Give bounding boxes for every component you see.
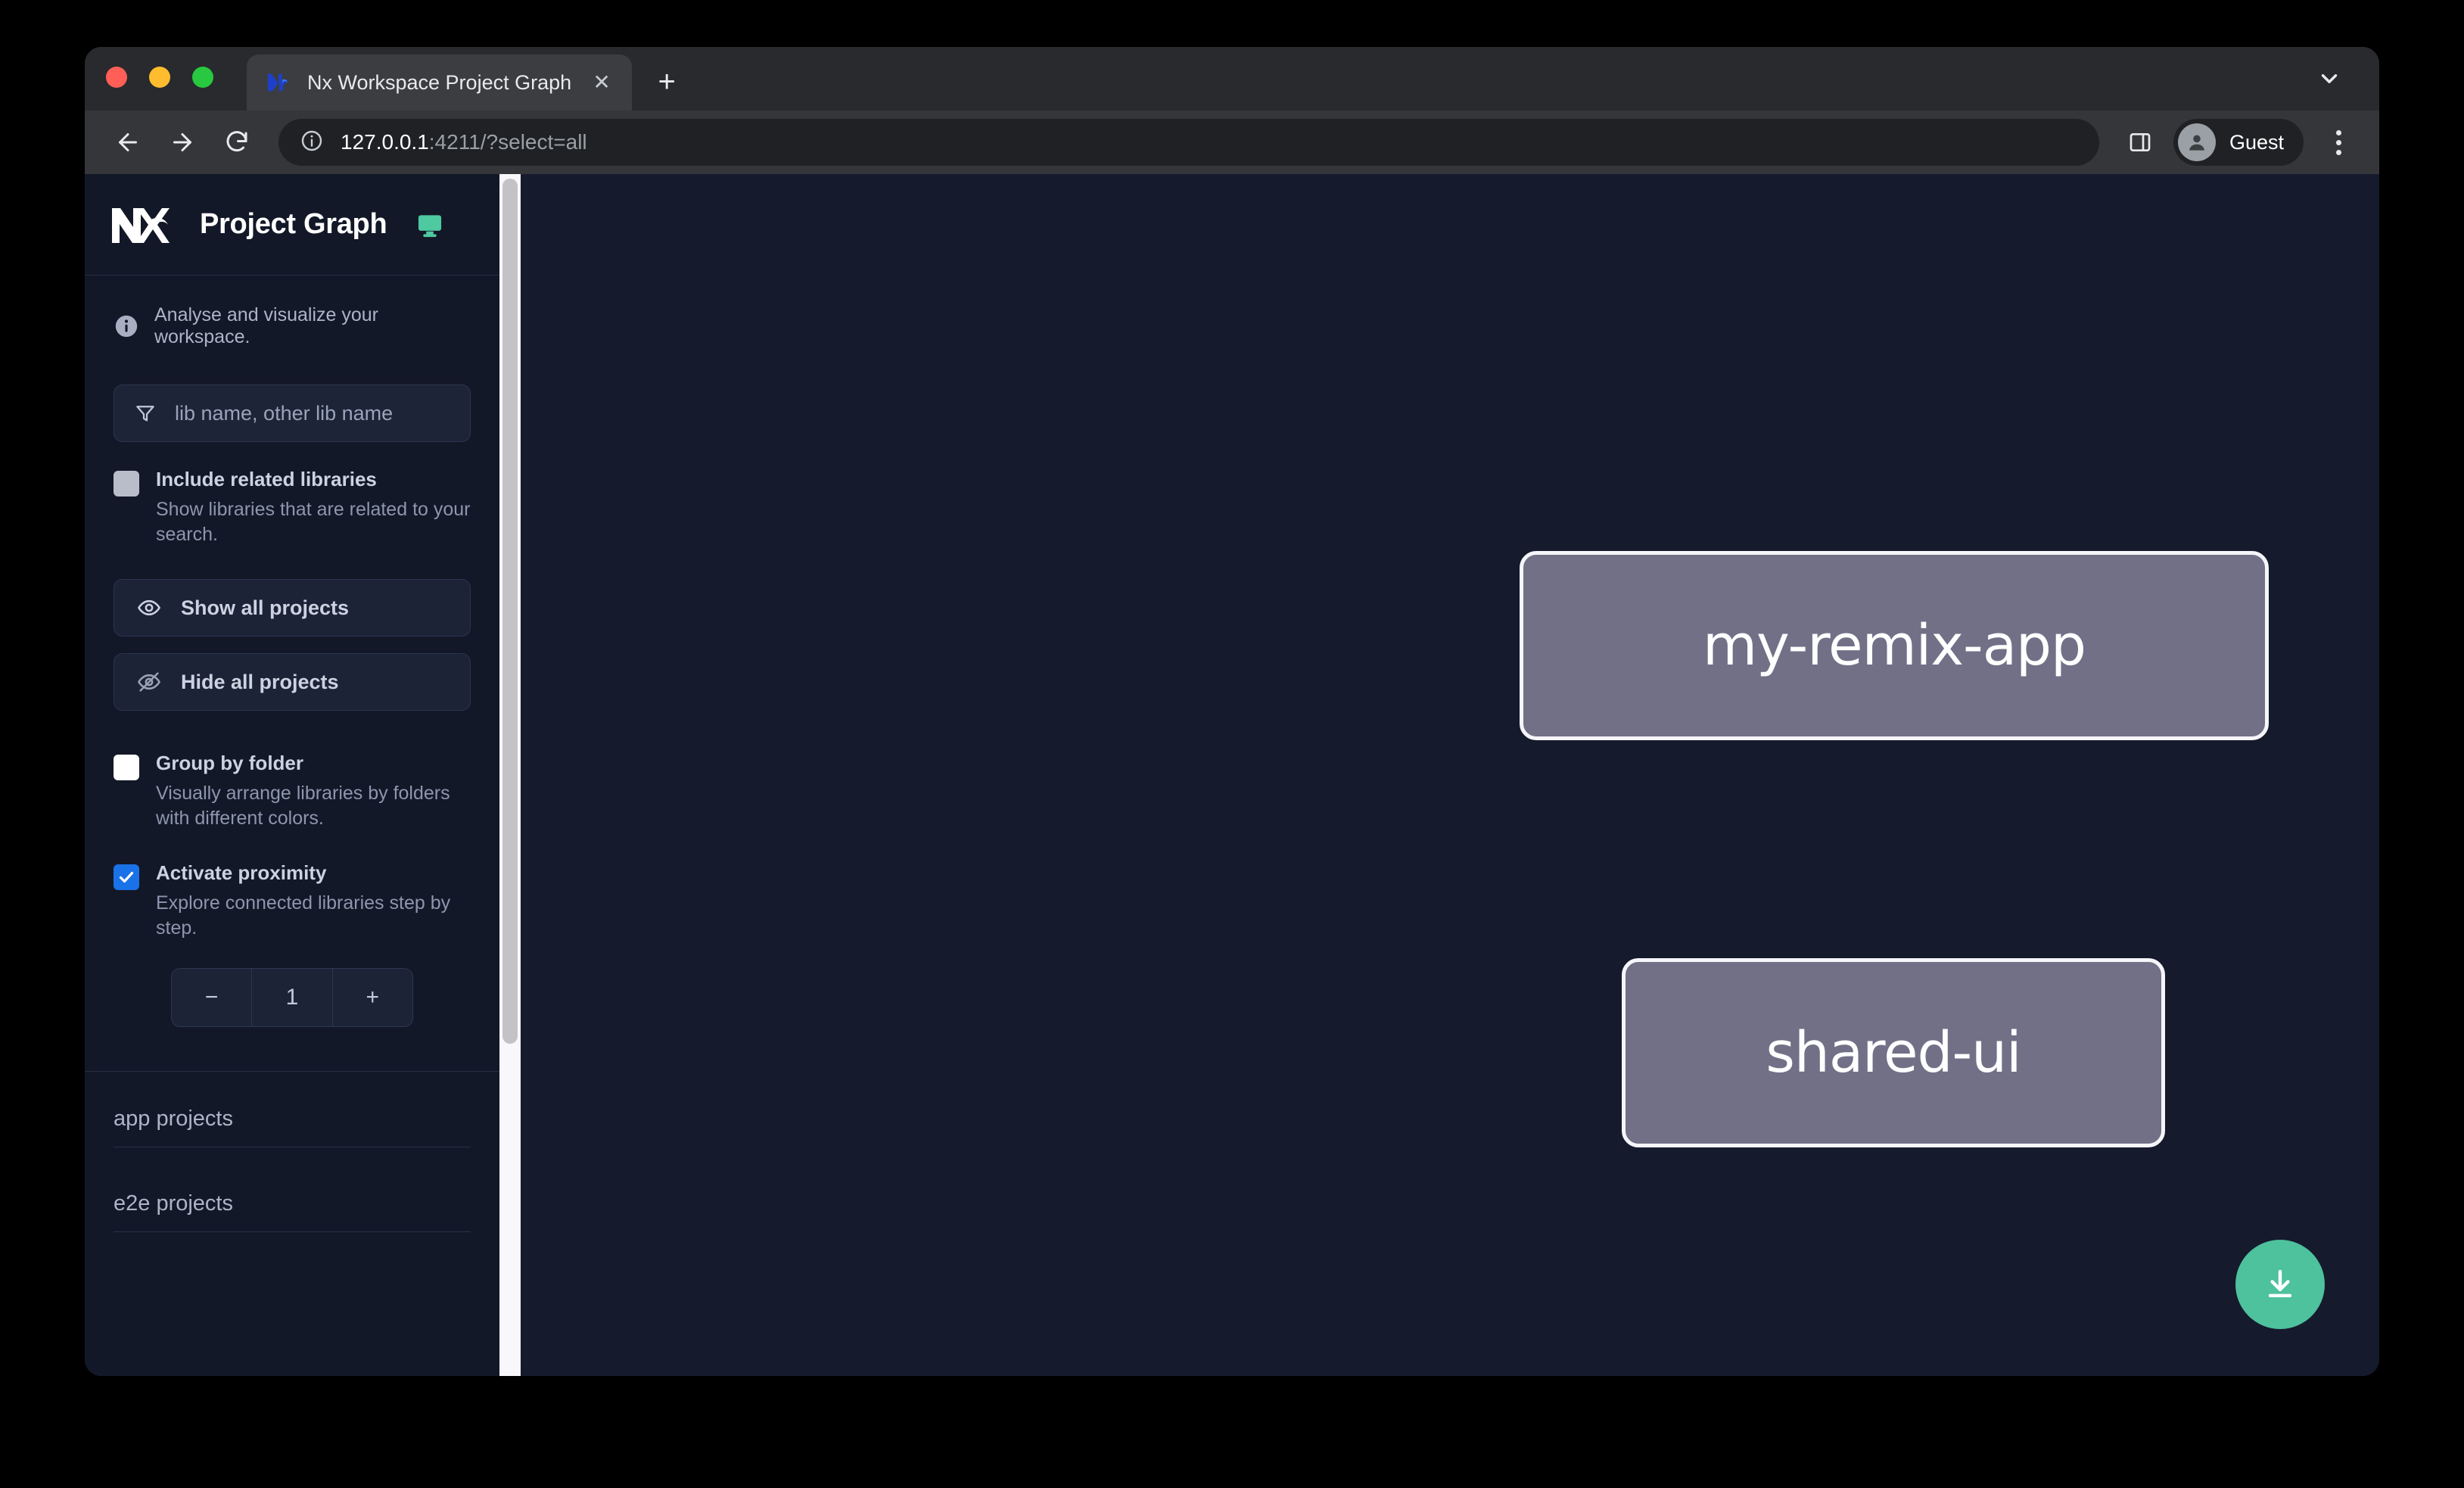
address-bar[interactable]: 127.0.0.1:4211/?select=all — [278, 119, 2099, 166]
kebab-menu-icon[interactable] — [2317, 119, 2360, 166]
scrollbar-thumb[interactable] — [502, 179, 518, 1044]
option-text-group: Include related libraries Show libraries… — [156, 468, 471, 547]
browser-window: Nx Workspace Project Graph ✕ + — [85, 47, 2379, 1376]
project-visibility-buttons: Show all projects Hide all projects — [85, 547, 499, 711]
avatar — [2177, 123, 2216, 161]
chevron-down-icon[interactable] — [2310, 59, 2349, 98]
reload-icon[interactable] — [213, 119, 260, 166]
forward-arrow-icon[interactable] — [159, 119, 206, 166]
graph-node-label: my-remix-app — [1702, 613, 2086, 678]
proximity-stepper: − 1 + — [171, 968, 413, 1027]
hide-all-projects-label: Hide all projects — [181, 670, 339, 693]
checkbox-group-by-folder[interactable] — [114, 755, 139, 780]
sidebar-divider — [85, 1071, 499, 1072]
sidebar-scroll-area: Include related libraries Show libraries… — [85, 348, 499, 1376]
option-description: Explore connected libraries step by step… — [156, 892, 451, 939]
maximize-window-button[interactable] — [192, 67, 213, 88]
sidebar-header: Project Graph — [85, 174, 499, 275]
sidebar-info-text: Analyse and visualize your workspace. — [154, 304, 378, 347]
profile-chip[interactable]: Guest — [2173, 119, 2304, 166]
page-title: Project Graph — [200, 208, 387, 240]
proximity-decrement-button[interactable]: − — [204, 985, 219, 1010]
tab-strip: Nx Workspace Project Graph ✕ + — [85, 47, 2379, 111]
checkbox-activate-proximity[interactable] — [114, 864, 139, 890]
address-host: 127.0.0.1 — [341, 130, 429, 154]
section-app-projects[interactable]: app projects — [85, 1072, 499, 1147]
section-title: e2e projects — [114, 1191, 471, 1232]
address-bar-text: 127.0.0.1:4211/?select=all — [341, 130, 587, 154]
browser-toolbar: 127.0.0.1:4211/?select=all Guest — [85, 111, 2379, 174]
option-label: Include related libraries — [156, 468, 377, 490]
sidebar-info: Analyse and visualize your workspace. — [85, 275, 499, 348]
tab-title: Nx Workspace Project Graph — [307, 70, 572, 94]
sidebar-scrollbar[interactable] — [499, 174, 521, 1376]
nx-favicon-icon — [265, 69, 292, 96]
option-include-related-libraries[interactable]: Include related libraries Show libraries… — [85, 442, 499, 547]
section-title: app projects — [114, 1107, 471, 1147]
sidebar: Project Graph Analy — [85, 174, 499, 1376]
search-box[interactable] — [114, 384, 471, 442]
graph-node-shared-ui[interactable]: shared-ui — [1622, 958, 2165, 1147]
proximity-increment-button[interactable]: + — [366, 985, 380, 1010]
new-tab-button[interactable]: + — [658, 65, 676, 98]
option-group-by-folder[interactable]: Group by folder Visually arrange librari… — [85, 711, 499, 831]
monitor-icon[interactable] — [415, 210, 444, 239]
option-description: Visually arrange libraries by folders wi… — [156, 783, 450, 829]
page-content: Project Graph Analy — [85, 174, 2379, 1376]
search-input[interactable] — [175, 401, 450, 425]
profile-label: Guest — [2229, 130, 2284, 154]
toolbar-right-group: Guest — [2119, 119, 2360, 166]
checkbox-include-related-libraries[interactable] — [114, 471, 139, 497]
site-info-icon[interactable] — [300, 129, 324, 157]
close-tab-button[interactable]: ✕ — [593, 70, 611, 94]
back-arrow-icon[interactable] — [104, 119, 151, 166]
hide-all-projects-button[interactable]: Hide all projects — [114, 653, 471, 711]
show-all-projects-label: Show all projects — [181, 596, 350, 619]
option-activate-proximity[interactable]: Activate proximity Explore connected lib… — [85, 831, 499, 941]
minimize-window-button[interactable] — [149, 67, 170, 88]
proximity-value: 1 — [251, 969, 333, 1026]
info-icon — [114, 313, 139, 339]
window-controls — [106, 47, 213, 111]
option-text-group: Activate proximity Explore connected lib… — [156, 861, 471, 941]
option-label: Activate proximity — [156, 861, 327, 884]
project-graph-canvas[interactable]: my-remix-app shared-ui — [521, 174, 2379, 1376]
option-label: Group by folder — [156, 752, 303, 774]
search-section — [85, 348, 499, 442]
graph-edge-layer — [521, 174, 748, 288]
nx-logo — [109, 204, 174, 246]
filter-funnel-icon — [134, 402, 157, 425]
browser-tab[interactable]: Nx Workspace Project Graph ✕ — [247, 54, 633, 111]
graph-node-label: shared-ui — [1766, 1020, 2021, 1085]
address-path: :4211/?select=all — [428, 130, 587, 154]
close-window-button[interactable] — [106, 67, 127, 88]
show-all-projects-button[interactable]: Show all projects — [114, 579, 471, 637]
graph-node-my-remix-app[interactable]: my-remix-app — [1520, 551, 2269, 740]
download-button[interactable] — [2235, 1240, 2325, 1329]
side-panel-icon[interactable] — [2119, 121, 2161, 163]
option-description: Show libraries that are related to your … — [156, 499, 471, 545]
section-e2e-projects[interactable]: e2e projects — [85, 1147, 499, 1232]
option-text-group: Group by folder Visually arrange librari… — [156, 752, 471, 831]
